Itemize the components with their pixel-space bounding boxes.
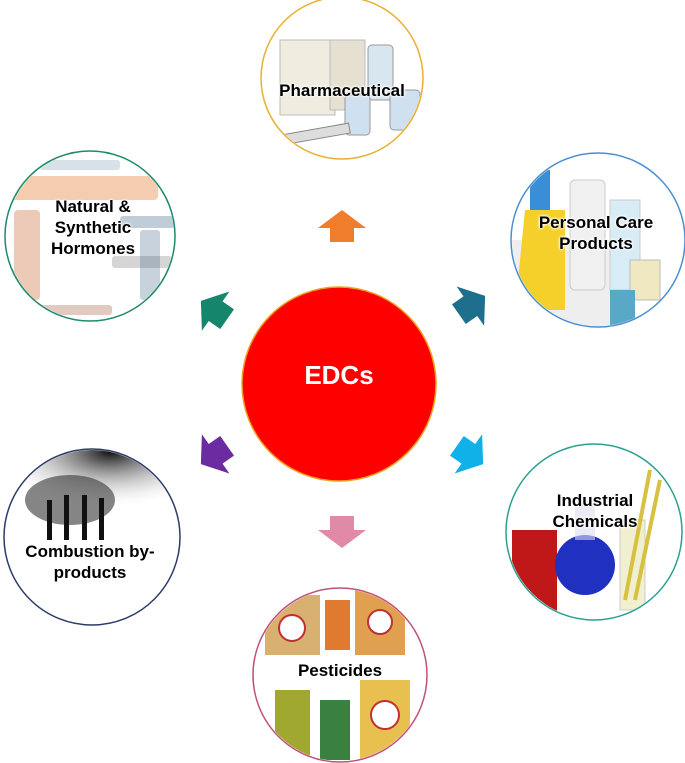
pesticides-circle xyxy=(252,587,428,763)
pesticide-containers-image xyxy=(265,590,410,760)
smokestacks-image xyxy=(15,450,179,540)
combustion-label: Combustion by-products xyxy=(25,542,155,582)
personal-care-image xyxy=(512,170,661,326)
personal-care-circle xyxy=(510,152,685,328)
industrial-circle xyxy=(505,443,683,621)
lab-glassware-image xyxy=(512,469,662,619)
pharmaceutical-label: Pharmaceutical xyxy=(279,81,405,100)
edcs-label: EDCs xyxy=(304,360,374,390)
pesticides-label: Pesticides xyxy=(297,661,383,680)
arrow-to-personal-care xyxy=(452,286,486,326)
pharmaceutical-circle xyxy=(260,0,424,160)
combustion-circle xyxy=(3,448,181,626)
arrow-to-industrial xyxy=(450,434,484,474)
hormones-circle xyxy=(4,150,176,322)
edcs-center-circle xyxy=(241,286,437,482)
hormones-label: Natural & Synthetic Hormones xyxy=(50,197,136,258)
hormones-wordcloud-image xyxy=(8,160,174,315)
arrow-to-hormones xyxy=(200,291,234,331)
industrial-label: Industrial Chemicals xyxy=(552,491,638,531)
arrow-to-combustion xyxy=(200,434,234,474)
arrow-to-pharmaceutical xyxy=(318,210,366,242)
arrow-to-pesticides xyxy=(318,516,366,548)
personal-care-label: Personal Care Products xyxy=(538,213,654,253)
